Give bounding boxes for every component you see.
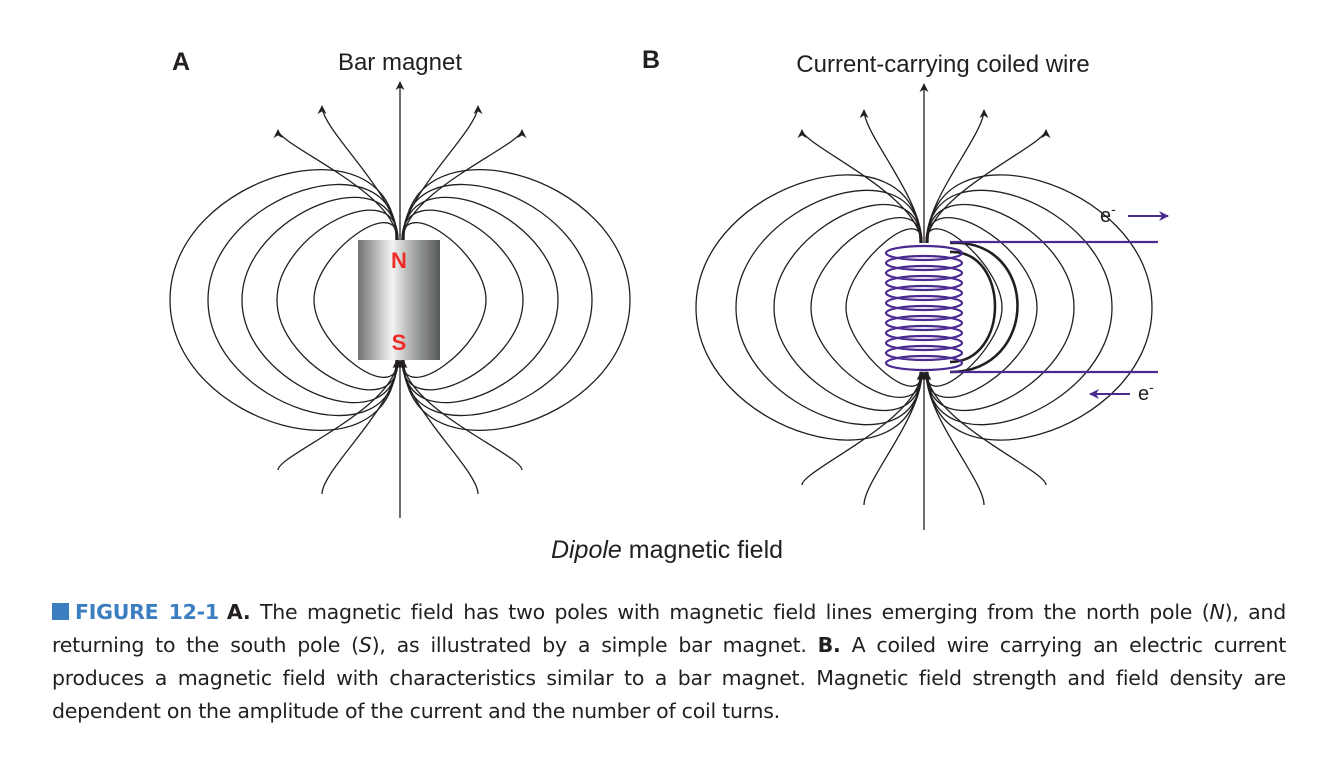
wire-coil bbox=[884, 244, 964, 372]
field-line-out bbox=[926, 129, 1051, 244]
electron-label-bottom: e- bbox=[1138, 379, 1154, 405]
coil-field-lines bbox=[695, 83, 1153, 530]
coil-flux-loop bbox=[949, 241, 1019, 374]
dipole-figure: A Bar magnet N S B Current-carrying coil… bbox=[169, 46, 1169, 530]
field-line bbox=[401, 222, 487, 378]
field-line bbox=[313, 222, 399, 378]
field-line bbox=[403, 169, 631, 431]
field-line-out bbox=[402, 129, 527, 241]
field-line-out bbox=[273, 129, 398, 241]
field-line-in bbox=[922, 371, 1047, 486]
subtitle-italic: Dipole bbox=[550, 536, 622, 564]
field-line-in bbox=[921, 371, 985, 506]
field-line-in bbox=[398, 359, 523, 471]
field-line bbox=[925, 228, 1003, 387]
south-pole-label: S bbox=[392, 330, 407, 355]
field-line bbox=[207, 183, 398, 417]
coil-flux-loop bbox=[949, 250, 997, 364]
field-line bbox=[241, 196, 398, 404]
field-line bbox=[773, 203, 922, 412]
panel-a-title: Bar magnet bbox=[338, 49, 462, 76]
caption-figure-number: FIGURE 12-1 bbox=[75, 600, 219, 624]
panel-b-letter: B bbox=[642, 46, 660, 74]
field-line bbox=[810, 217, 923, 398]
caption-text: ), as illustrated by a simple bar magnet… bbox=[371, 633, 818, 657]
coil-turns bbox=[884, 244, 964, 372]
caption-text: A coiled wire carrying an electric curre… bbox=[52, 633, 1287, 723]
field-line bbox=[845, 228, 923, 387]
field-line-out bbox=[797, 129, 922, 244]
field-line bbox=[169, 169, 397, 431]
caption-italic-n: N bbox=[1209, 600, 1225, 624]
field-line bbox=[926, 189, 1113, 426]
field-line-out bbox=[859, 109, 923, 244]
field-line-in bbox=[397, 359, 479, 495]
field-line-out bbox=[925, 109, 989, 244]
caption-part-b-label: B. bbox=[817, 633, 841, 657]
field-line bbox=[401, 209, 524, 391]
caption-text: The magnetic field has two poles with ma… bbox=[250, 600, 1210, 624]
caption-italic-s: S bbox=[358, 633, 372, 657]
panel-a: A Bar magnet N S bbox=[169, 48, 631, 518]
field-line bbox=[402, 183, 593, 417]
bar-magnet bbox=[358, 240, 440, 360]
caption-text: ), and returning to the south pole ( bbox=[52, 600, 1286, 657]
north-pole-label: N bbox=[391, 248, 407, 273]
field-line-in bbox=[863, 371, 927, 506]
field-line-in bbox=[277, 359, 402, 471]
bar-magnet-field-lines bbox=[169, 81, 631, 518]
field-line bbox=[402, 196, 559, 404]
field-line-out bbox=[317, 105, 399, 241]
electron-label-top: e- bbox=[1100, 201, 1116, 227]
field-line bbox=[925, 217, 1038, 398]
field-line bbox=[695, 174, 921, 441]
field-line bbox=[276, 209, 399, 391]
figure-caption: FIGURE 12-1 A. The magnetic field has two… bbox=[52, 596, 1286, 728]
field-line-in bbox=[801, 371, 926, 486]
field-line bbox=[927, 174, 1153, 441]
caption-square-icon bbox=[52, 603, 69, 620]
subtitle-rest: magnetic field bbox=[621, 536, 784, 564]
field-line bbox=[926, 203, 1075, 412]
figure-subtitle: Dipole magnetic field bbox=[0, 536, 1334, 565]
field-line bbox=[735, 189, 922, 426]
panel-b: B Current-carrying coiled wire e- e- bbox=[642, 46, 1169, 530]
field-line-in bbox=[321, 359, 403, 495]
panel-a-letter: A bbox=[172, 48, 190, 76]
panel-b-title: Current-carrying coiled wire bbox=[796, 51, 1089, 78]
field-line-out bbox=[401, 105, 483, 241]
caption-part-a-label: A. bbox=[226, 600, 251, 624]
